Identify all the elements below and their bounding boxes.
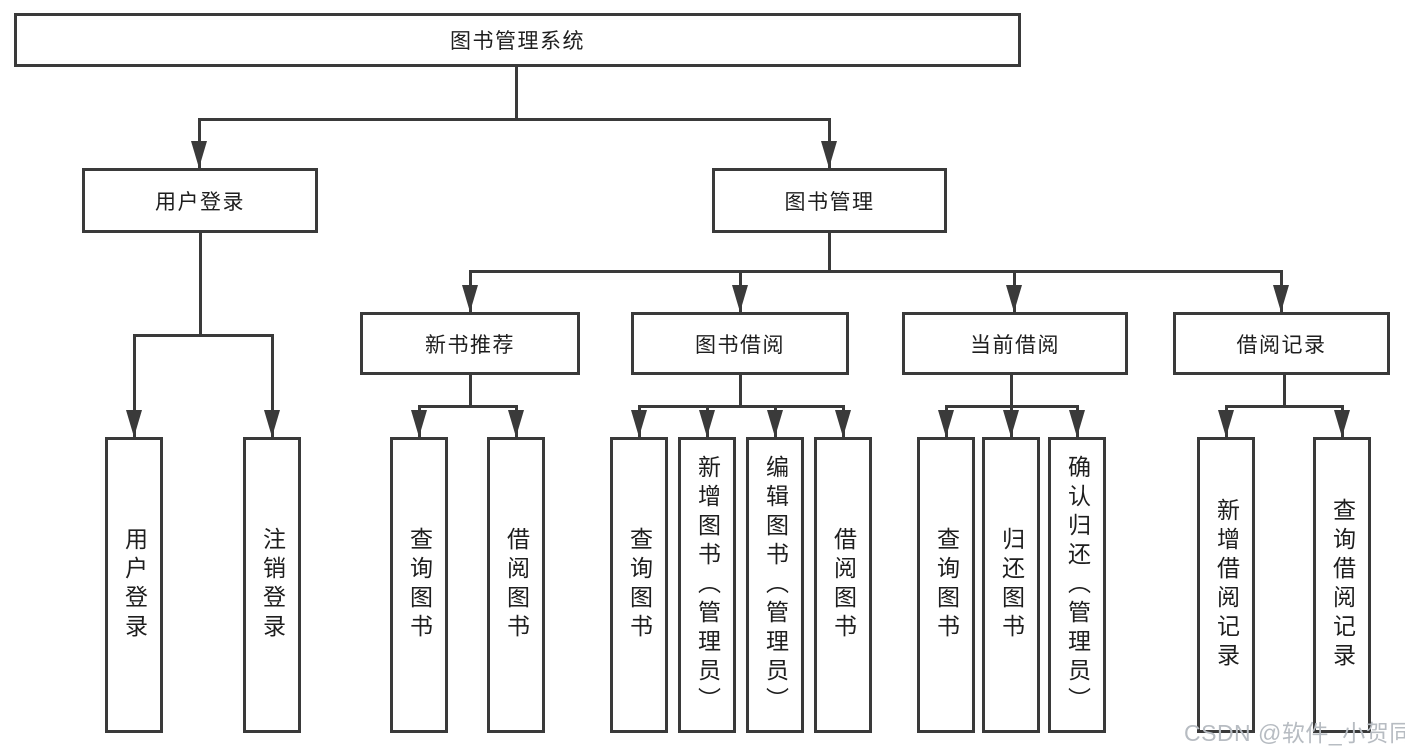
node-new-book-recommend: 新书推荐 bbox=[360, 312, 580, 375]
leaf-query-books-borrowing: 查询图书 bbox=[610, 437, 668, 733]
connector-hline bbox=[638, 405, 845, 408]
leaf-label: 查询图书 bbox=[626, 527, 653, 643]
arrow-down-icon bbox=[1069, 410, 1085, 437]
arrow-down-icon bbox=[1006, 285, 1022, 312]
leaf-query-books-current: 查询图书 bbox=[917, 437, 975, 733]
arrow-down-icon bbox=[767, 410, 783, 437]
leaf-confirm-return-admin: 确认归还（管理员） bbox=[1048, 437, 1106, 733]
node-borrowing-records: 借阅记录 bbox=[1173, 312, 1390, 375]
leaf-label: 查询图书 bbox=[406, 527, 433, 643]
leaf-query-borrow-record: 查询借阅记录 bbox=[1313, 437, 1371, 733]
leaf-borrow-books: 借阅图书 bbox=[814, 437, 872, 733]
connector-vline bbox=[271, 334, 274, 437]
node-book-borrowing: 图书借阅 bbox=[631, 312, 849, 375]
leaf-label: 归还图书 bbox=[998, 527, 1025, 643]
connector-hline bbox=[1225, 405, 1344, 408]
arrow-down-icon bbox=[1334, 410, 1350, 437]
leaf-borrow-books-recommend: 借阅图书 bbox=[487, 437, 545, 733]
arrow-down-icon bbox=[732, 285, 748, 312]
leaf-label: 注销登录 bbox=[259, 527, 286, 643]
arrow-down-icon bbox=[411, 410, 427, 437]
connector-vline bbox=[199, 233, 202, 337]
csdn-watermark: CSDN @软件_小贺同学 bbox=[1184, 720, 1405, 746]
connector-vline bbox=[1283, 375, 1286, 408]
node-label: 新书推荐 bbox=[425, 333, 515, 357]
leaf-add-borrow-record: 新增借阅记录 bbox=[1197, 437, 1255, 733]
arrow-down-icon bbox=[126, 410, 142, 437]
leaf-label: 借阅图书 bbox=[503, 527, 530, 643]
node-label: 图书管理系统 bbox=[450, 30, 585, 53]
leaf-user-login: 用户登录 bbox=[105, 437, 163, 733]
connector-hline bbox=[133, 334, 274, 337]
connector-vline bbox=[133, 334, 136, 437]
node-user-login: 用户登录 bbox=[82, 168, 318, 233]
arrow-down-icon bbox=[191, 141, 207, 168]
leaf-label: 借阅图书 bbox=[830, 527, 857, 643]
leaf-label: 查询借阅记录 bbox=[1329, 498, 1356, 672]
leaf-logout: 注销登录 bbox=[243, 437, 301, 733]
leaf-label: 编辑图书（管理员） bbox=[762, 454, 789, 716]
arrow-down-icon bbox=[938, 410, 954, 437]
node-label: 图书借阅 bbox=[695, 333, 785, 357]
arrow-down-icon bbox=[631, 410, 647, 437]
arrow-down-icon bbox=[699, 410, 715, 437]
leaf-label: 查询图书 bbox=[933, 527, 960, 643]
connector-vline bbox=[469, 375, 472, 408]
arrow-down-icon bbox=[462, 285, 478, 312]
connector-vline bbox=[515, 66, 518, 121]
node-label: 当前借阅 bbox=[970, 333, 1060, 357]
node-label: 用户登录 bbox=[155, 190, 245, 214]
connector-vline bbox=[828, 233, 831, 273]
arrow-down-icon bbox=[821, 141, 837, 168]
arrow-down-icon bbox=[264, 410, 280, 437]
leaf-return-book: 归还图书 bbox=[982, 437, 1040, 733]
node-label: 图书管理 bbox=[784, 190, 875, 214]
node-library-system: 图书管理系统 bbox=[14, 13, 1021, 67]
leaf-label: 新增图书（管理员） bbox=[694, 454, 721, 716]
arrow-down-icon bbox=[508, 410, 524, 437]
connector-hline bbox=[198, 118, 831, 121]
arrow-down-icon bbox=[1003, 410, 1019, 437]
leaf-label: 新增借阅记录 bbox=[1213, 498, 1240, 672]
leaf-label: 确认归还（管理员） bbox=[1064, 454, 1091, 716]
node-label: 借阅记录 bbox=[1236, 333, 1327, 357]
node-book-management: 图书管理 bbox=[712, 168, 947, 233]
arrow-down-icon bbox=[1218, 410, 1234, 437]
leaf-add-book-admin: 新增图书（管理员） bbox=[678, 437, 736, 733]
leaf-label: 用户登录 bbox=[121, 527, 148, 643]
connector-hline bbox=[418, 405, 518, 408]
leaf-edit-book-admin: 编辑图书（管理员） bbox=[746, 437, 804, 733]
leaf-query-books-recommend: 查询图书 bbox=[390, 437, 448, 733]
connector-vline bbox=[739, 375, 742, 408]
node-current-borrowing: 当前借阅 bbox=[902, 312, 1128, 375]
connector-vline bbox=[1010, 375, 1013, 408]
arrow-down-icon bbox=[1273, 285, 1289, 312]
arrow-down-icon bbox=[835, 410, 851, 437]
connector-hline bbox=[469, 270, 1283, 273]
